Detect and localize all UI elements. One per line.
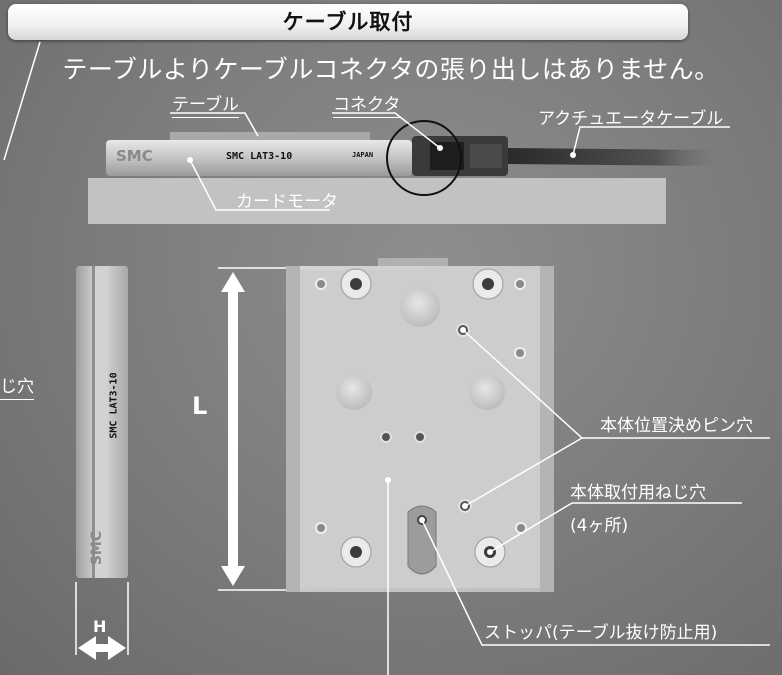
dimension-h-label: H xyxy=(93,617,107,636)
brand-logo-vertical: SMC xyxy=(89,530,106,566)
cable-label: アクチュエータケーブル xyxy=(538,109,724,129)
dimension-l-label: L xyxy=(192,392,208,420)
stopper-label: ストッパ(テーブル抜け防止用) xyxy=(484,623,718,643)
connector-highlight-circle xyxy=(386,120,462,196)
motor-label: カードモータ xyxy=(236,192,338,212)
connector-label: コネクタ xyxy=(333,90,401,118)
card-motor-body xyxy=(106,140,412,176)
pin-hole xyxy=(380,323,472,513)
stopper-slot xyxy=(407,505,437,575)
title-banner: ケーブル取付 xyxy=(8,4,688,40)
model-marking: SMC LAT3-10 xyxy=(226,151,293,162)
banner-leader-line xyxy=(3,41,41,161)
left-edge-label: じ穴 xyxy=(0,372,34,400)
base-platform xyxy=(88,178,666,224)
h-dimension-arrow xyxy=(78,636,126,660)
mounting-thread-label: 本体取付用ねじ穴 xyxy=(570,483,706,503)
origin-marking: JAPAN xyxy=(352,151,374,159)
pin-hole-label: 本体位置決めピン穴 xyxy=(600,416,753,436)
pad xyxy=(400,287,440,327)
page-title: ケーブル取付 xyxy=(282,10,414,34)
subtitle: テーブルよりケーブルコネクタの張り出しはありません。 xyxy=(62,55,720,84)
table-top xyxy=(170,132,370,140)
actuator-cable xyxy=(505,148,720,166)
table-label: テーブル xyxy=(172,90,239,118)
l-dimension-arrow xyxy=(221,272,245,586)
brand-logo: SMC xyxy=(116,147,153,165)
mounting-thread-count: (4ヶ所) xyxy=(570,516,629,536)
model-marking-vertical: SMC LAT3-10 xyxy=(108,372,120,439)
